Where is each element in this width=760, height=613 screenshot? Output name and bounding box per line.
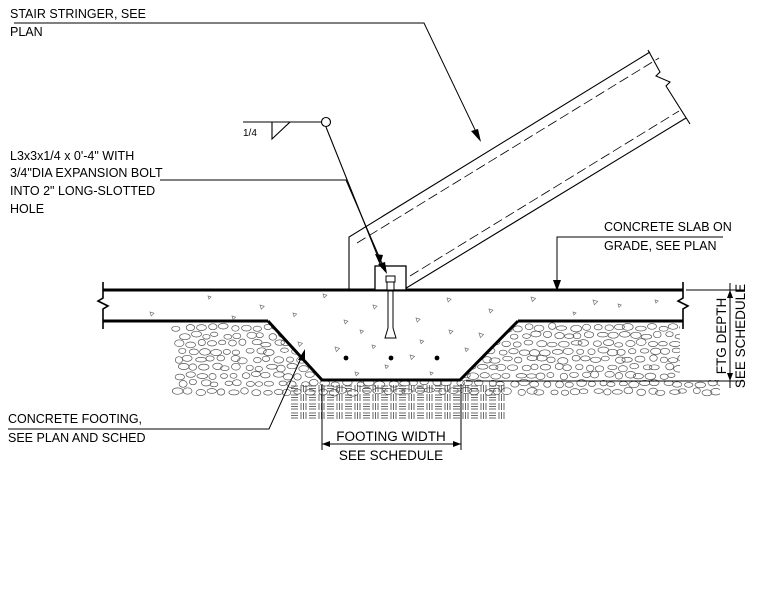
earth-hatch bbox=[291, 385, 505, 419]
svg-text:CONCRETE FOOTING,: CONCRETE FOOTING, bbox=[8, 412, 142, 426]
svg-text:CONCRETE SLAB ON: CONCRETE SLAB ON bbox=[604, 220, 732, 234]
footing-depth-label: FTG DEPTH bbox=[714, 298, 729, 375]
break-line-right bbox=[676, 282, 690, 329]
leader-slab bbox=[553, 236, 723, 291]
note-stair-stringer: STAIR STRINGER, SEE PLAN bbox=[10, 7, 146, 39]
rebar-dot bbox=[343, 355, 349, 361]
svg-text:GRADE, SEE PLAN: GRADE, SEE PLAN bbox=[604, 239, 717, 253]
note-concrete-slab: CONCRETE SLAB ON GRADE, SEE PLAN bbox=[604, 220, 732, 253]
concrete-aggregate bbox=[149, 293, 659, 377]
weld-size-label: 1/4 bbox=[243, 128, 257, 139]
footing-width-label: FOOTING WIDTH bbox=[336, 429, 445, 444]
leader-stringer bbox=[14, 22, 481, 142]
svg-text:3/4"DIA EXPANSION BOLT: 3/4"DIA EXPANSION BOLT bbox=[10, 166, 163, 180]
footing-outline bbox=[266, 319, 520, 382]
expansion-bolt bbox=[384, 281, 397, 339]
svg-text:STAIR STRINGER, SEE: STAIR STRINGER, SEE bbox=[10, 7, 146, 21]
footing-depth-sub-label: SEE SCHEDULE bbox=[733, 284, 748, 388]
break-line-left bbox=[96, 282, 110, 329]
rebar-dot bbox=[388, 355, 394, 361]
svg-text:SEE PLAN AND SCHED: SEE PLAN AND SCHED bbox=[8, 431, 146, 445]
break-line-stringer bbox=[647, 49, 691, 125]
dimension-footing-width: FOOTING WIDTH SEE SCHEDULE bbox=[321, 384, 462, 463]
dimension-footing-depth: FTG DEPTH SEE SCHEDULE bbox=[466, 283, 748, 388]
svg-text:INTO 2" LONG-SLOTTED: INTO 2" LONG-SLOTTED bbox=[10, 184, 155, 198]
gravel-fill bbox=[171, 322, 720, 419]
note-concrete-footing: CONCRETE FOOTING, SEE PLAN AND SCHED bbox=[8, 412, 146, 445]
svg-text:L3x3x1/4 x 0'-4" WITH: L3x3x1/4 x 0'-4" WITH bbox=[10, 149, 134, 163]
leader-angle bbox=[160, 179, 387, 274]
svg-text:PLAN: PLAN bbox=[10, 25, 43, 39]
weld-all-around-icon bbox=[320, 116, 332, 128]
stair-stringer bbox=[348, 49, 691, 291]
gravel-stones bbox=[171, 322, 720, 397]
note-angle-bolt: L3x3x1/4 x 0'-4" WITH 3/4"DIA EXPANSION … bbox=[10, 149, 163, 216]
svg-text:HOLE: HOLE bbox=[10, 202, 44, 216]
footing-width-sub-label: SEE SCHEDULE bbox=[339, 448, 443, 463]
leader-footing bbox=[8, 349, 305, 430]
rebar-dot bbox=[434, 355, 440, 361]
weld-symbol: 1/4 bbox=[243, 116, 383, 265]
